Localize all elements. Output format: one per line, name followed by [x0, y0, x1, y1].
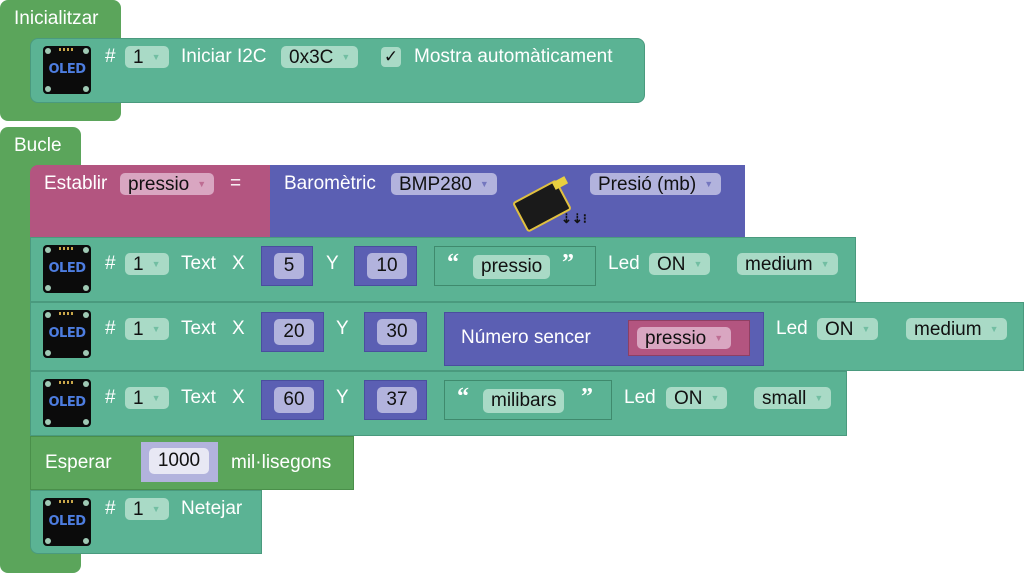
display-id-dropdown[interactable]: 1▼ — [125, 498, 169, 520]
display-id-dropdown[interactable]: 1▼ — [125, 46, 169, 68]
loop-label: Bucle — [14, 135, 62, 156]
set-variable-block[interactable]: Establir pressio▼ = — [30, 165, 270, 237]
y-number-block[interactable]: 10 — [354, 246, 417, 286]
x-number-block[interactable]: 60 — [261, 380, 324, 420]
integer-label: Número sencer — [461, 327, 591, 348]
variable-dropdown[interactable]: pressio▼ — [120, 173, 215, 195]
wait-block[interactable]: Esperar 1000 mil·lisegons — [30, 436, 354, 490]
variable-get-block[interactable]: pressio▼ — [628, 320, 750, 356]
y-value[interactable]: 37 — [377, 387, 417, 413]
x-value[interactable]: 5 — [274, 253, 304, 279]
oled-icon: OLED — [43, 46, 91, 94]
bmp280-sensor-icon: ⇣⇣⁝ — [511, 175, 587, 233]
oled-icon: OLED — [43, 310, 91, 358]
x-label: X — [232, 318, 245, 339]
y-value[interactable]: 30 — [377, 319, 417, 345]
size-dropdown[interactable]: small▼ — [754, 387, 832, 409]
oled-icon: OLED — [43, 379, 91, 427]
hash-label: # — [105, 318, 116, 339]
x-label: X — [232, 387, 245, 408]
barometric-block[interactable]: Baromètric BMP280▼ ⇣⇣⁝ Presió (mb)▼ — [270, 165, 745, 237]
wait-label: Esperar — [45, 452, 112, 473]
x-number-block[interactable]: 20 — [261, 312, 324, 352]
string-value[interactable]: milibars — [483, 389, 565, 413]
display-id-dropdown[interactable]: 1▼ — [125, 253, 169, 275]
oled-clear-block[interactable]: OLED # 1▼ Netejar — [30, 490, 262, 554]
oled-icon: OLED — [43, 498, 91, 546]
display-id-dropdown[interactable]: 1▼ — [125, 387, 169, 409]
x-label: X — [232, 253, 245, 274]
y-number-block[interactable]: 37 — [364, 380, 427, 420]
y-label: Y — [336, 318, 349, 339]
text-label: Text — [181, 253, 216, 274]
size-dropdown[interactable]: medium▼ — [737, 253, 838, 275]
led-dropdown[interactable]: ON▼ — [649, 253, 711, 275]
hash-label: # — [105, 387, 116, 408]
clear-label: Netejar — [181, 498, 243, 519]
wait-number-block[interactable]: 1000 — [141, 442, 218, 482]
y-label: Y — [336, 387, 349, 408]
text-label: Text — [181, 387, 216, 408]
barometric-label: Baromètric — [284, 173, 376, 194]
y-label: Y — [326, 253, 339, 274]
iniciar-i2c-label: Iniciar I2C — [181, 46, 267, 67]
x-value[interactable]: 20 — [274, 319, 314, 345]
y-value[interactable]: 10 — [367, 253, 407, 279]
size-dropdown[interactable]: medium▼ — [906, 318, 1007, 340]
open-quote-icon: “ — [457, 384, 469, 410]
led-dropdown[interactable]: ON▼ — [817, 318, 879, 340]
string-block[interactable]: “ milibars ” — [444, 380, 612, 420]
measure-dropdown[interactable]: Presió (mb)▼ — [590, 173, 722, 195]
x-value[interactable]: 60 — [274, 387, 314, 413]
oled-text-block-3[interactable]: OLED # 1▼ Text X 60 Y 37 “ milibars ” Le… — [30, 371, 847, 436]
string-block[interactable]: “ pressio ” — [434, 246, 596, 286]
y-number-block[interactable]: 30 — [364, 312, 427, 352]
equals-label: = — [230, 173, 242, 194]
sensor-model-dropdown[interactable]: BMP280▼ — [391, 173, 497, 195]
close-quote-icon: ” — [581, 384, 593, 410]
oled-icon: OLED — [43, 245, 91, 293]
oled-init-block[interactable]: OLED # 1▼ Iniciar I2C 0x3C▼ ✓ Mostra aut… — [30, 38, 645, 103]
text-label: Text — [181, 318, 216, 339]
wait-value[interactable]: 1000 — [149, 448, 209, 474]
string-value[interactable]: pressio — [473, 255, 551, 279]
oled-text-block-2[interactable]: OLED # 1▼ Text X 20 Y 30 Número sencer p… — [30, 302, 1024, 371]
i2c-address-dropdown[interactable]: 0x3C▼ — [281, 46, 359, 68]
hash-label: # — [105, 498, 116, 519]
display-id-dropdown[interactable]: 1▼ — [125, 318, 169, 340]
close-quote-icon: ” — [562, 250, 574, 276]
set-label: Establir — [44, 173, 108, 194]
init-label: Inicialitzar — [14, 8, 99, 29]
auto-show-label: Mostra automàticament — [414, 46, 613, 67]
variable-dropdown[interactable]: pressio▼ — [637, 327, 732, 349]
wait-unit-label: mil·lisegons — [231, 452, 332, 473]
led-label: Led — [608, 253, 640, 274]
open-quote-icon: “ — [447, 250, 459, 276]
x-number-block[interactable]: 5 — [261, 246, 313, 286]
oled-text-block-1[interactable]: OLED # 1▼ Text X 5 Y 10 “ pressio ” Led … — [30, 237, 856, 302]
hash-label: # — [105, 46, 116, 67]
auto-show-checkbox[interactable]: ✓ — [381, 47, 401, 67]
hash-label: # — [105, 253, 116, 274]
led-label: Led — [624, 387, 656, 408]
led-dropdown[interactable]: ON▼ — [666, 387, 728, 409]
integer-block[interactable]: Número sencer pressio▼ — [444, 312, 764, 366]
led-label: Led — [776, 318, 808, 339]
